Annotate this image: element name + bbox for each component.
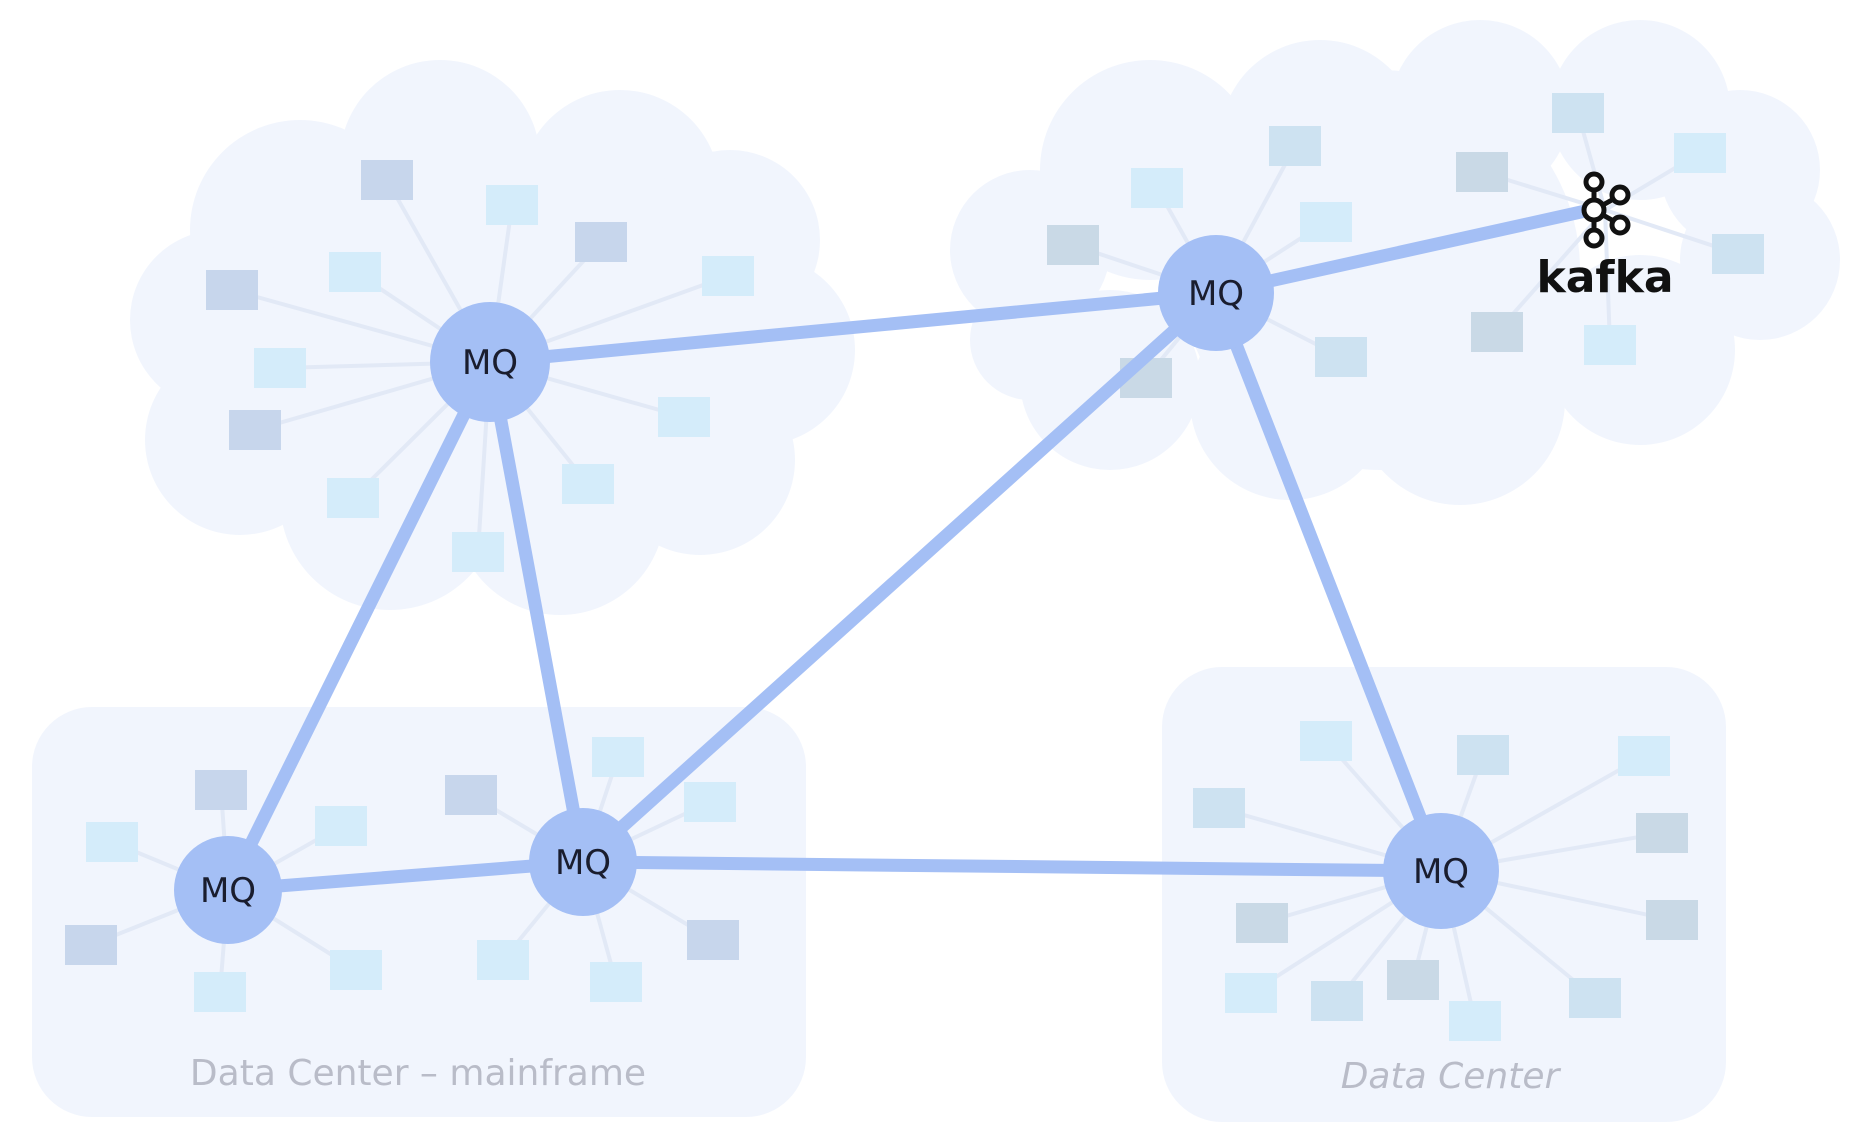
- kafka-logo[interactable]: kafka: [1536, 171, 1674, 303]
- app-boxes: [65, 93, 1764, 1041]
- app-box: [254, 348, 306, 388]
- app-box: [206, 270, 258, 310]
- app-box: [1584, 325, 1636, 365]
- link-cloud-left-to-mainframe-left: [221, 355, 497, 897]
- app-box: [1236, 903, 1288, 943]
- region-label-mainframe: Data Center – mainframe: [190, 1053, 646, 1094]
- app-box: [1315, 337, 1367, 377]
- app-box: [1712, 234, 1764, 274]
- app-box: [1636, 813, 1688, 853]
- app-box: [86, 822, 138, 862]
- app-box: [702, 256, 754, 296]
- link-cloud-left-to-mainframe-center: [483, 355, 590, 869]
- mq-node-label: MQ: [1188, 274, 1244, 314]
- app-box: [1387, 960, 1439, 1000]
- app-box: [1193, 788, 1245, 828]
- app-box: [1674, 133, 1726, 173]
- link-cloud-right-to-kafka: [1209, 203, 1597, 300]
- kafka-label: kafka: [1536, 252, 1673, 303]
- app-box: [1269, 126, 1321, 166]
- app-box: [1449, 1001, 1501, 1041]
- app-box: [1457, 735, 1509, 775]
- region-label-datacenter: Data Center: [1341, 1056, 1562, 1097]
- app-box: [477, 940, 529, 980]
- mq-node-label: MQ: [200, 871, 256, 911]
- mq-node-mainframe-left[interactable]: MQ: [174, 836, 282, 944]
- link-mainframe-center-to-datacenter: [576, 855, 1448, 878]
- mq-node-mainframe-center[interactable]: MQ: [529, 808, 637, 916]
- app-box: [1456, 152, 1508, 192]
- mq-node-cloud-left[interactable]: MQ: [430, 302, 550, 422]
- app-box: [1225, 973, 1277, 1013]
- app-box: [1552, 93, 1604, 133]
- app-box: [327, 478, 379, 518]
- link-cloud-right-to-datacenter: [1209, 286, 1448, 878]
- app-box: [562, 464, 614, 504]
- app-box: [684, 782, 736, 822]
- mq-node-cloud-right[interactable]: MQ: [1158, 235, 1274, 351]
- app-box: [1047, 225, 1099, 265]
- kafka-icon: [1581, 171, 1631, 249]
- app-box: [361, 160, 413, 200]
- app-box: [452, 532, 504, 572]
- app-box: [486, 185, 538, 225]
- link-mainframe-center-to-cloud-right: [576, 286, 1223, 869]
- app-box: [330, 950, 382, 990]
- mq-node-label: MQ: [462, 343, 518, 383]
- mq-node-label: MQ: [555, 843, 611, 883]
- app-box: [1311, 981, 1363, 1021]
- app-box: [1569, 978, 1621, 1018]
- app-box: [194, 972, 246, 1012]
- app-box: [195, 770, 247, 810]
- app-box: [592, 737, 644, 777]
- app-box: [658, 397, 710, 437]
- app-box: [1300, 721, 1352, 761]
- app-box: [315, 806, 367, 846]
- link-cloud-left-to-cloud-right: [483, 286, 1223, 369]
- app-box: [1646, 900, 1698, 940]
- app-box: [575, 222, 627, 262]
- connections: [221, 203, 1597, 897]
- app-box: [229, 410, 281, 450]
- app-box: [1300, 202, 1352, 242]
- app-box: [1618, 736, 1670, 776]
- link-mainframe-left-to-center: [221, 855, 590, 897]
- mq-node-label: MQ: [1413, 852, 1469, 892]
- app-box: [687, 920, 739, 960]
- mq-node-datacenter[interactable]: MQ: [1383, 813, 1499, 929]
- app-box: [329, 252, 381, 292]
- app-box: [1471, 312, 1523, 352]
- app-box: [65, 925, 117, 965]
- app-box: [445, 775, 497, 815]
- app-box: [1131, 168, 1183, 208]
- app-box: [590, 962, 642, 1002]
